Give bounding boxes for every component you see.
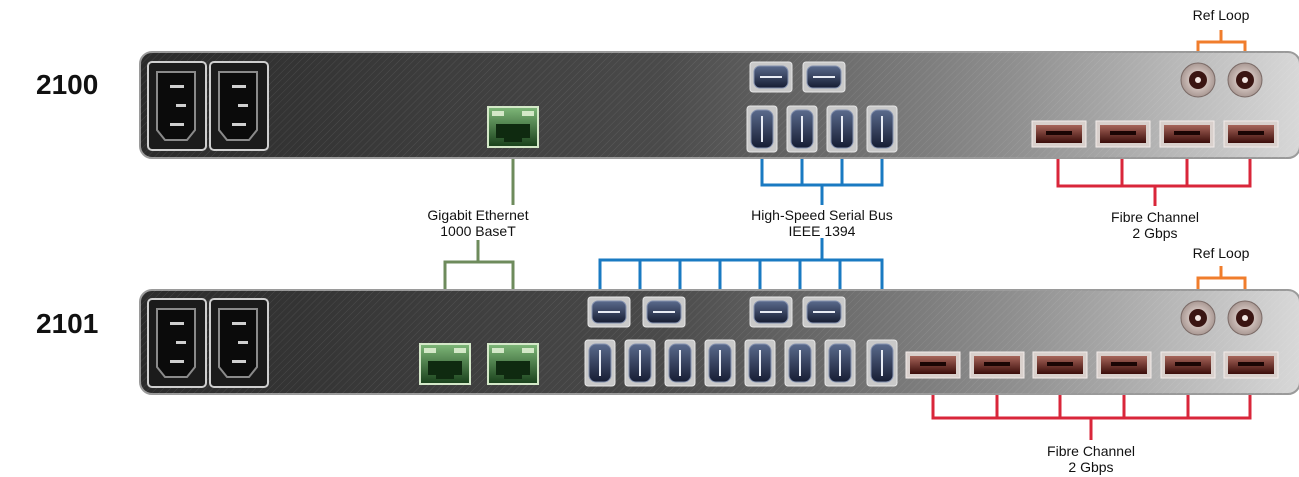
- firewire-port-icon: [744, 339, 776, 387]
- fibre-label-2100: Fibre Channel 2 Gbps: [1085, 209, 1225, 241]
- rj45-port-icon: [419, 343, 471, 385]
- fibre-sfp-port-icon: [1096, 351, 1152, 379]
- firewire-port-icon: [624, 339, 656, 387]
- bnc-connector-icon: [1227, 62, 1263, 98]
- fibre-sfp-port-icon: [1223, 351, 1279, 379]
- fibre-sfp-port-icon: [1095, 120, 1151, 148]
- firewire-port-icon: [802, 296, 846, 328]
- firewire-port-icon: [749, 296, 793, 328]
- fibre-sfp-port-icon: [969, 351, 1025, 379]
- power-inlet-icon: [209, 298, 269, 388]
- rj45-port-icon: [487, 106, 539, 148]
- fibre-label-2101-line2: 2 Gbps: [1068, 459, 1114, 475]
- firewire-label-line2: IEEE 1394: [788, 223, 856, 239]
- firewire-port-icon: [826, 105, 858, 153]
- rack-panel-2101: [139, 289, 1299, 395]
- firewire-port-icon: [584, 339, 616, 387]
- fibre-label-2101: Fibre Channel 2 Gbps: [1021, 443, 1161, 475]
- power-inlet-icon: [147, 298, 207, 388]
- fibre-sfp-port-icon: [1223, 120, 1279, 148]
- firewire-label-line1: High-Speed Serial Bus: [751, 207, 893, 223]
- fibre-sfp-port-icon: [1031, 120, 1087, 148]
- ref-loop-label-2100: Ref Loop: [1192, 7, 1250, 23]
- ethernet-label-line2: 1000 BaseT: [440, 223, 516, 239]
- firewire-port-icon: [866, 339, 898, 387]
- firewire-port-icon: [642, 296, 686, 328]
- ref-loop-label-2101: Ref Loop: [1192, 245, 1250, 261]
- fibre-label-2100-line2: 2 Gbps: [1132, 225, 1178, 241]
- firewire-port-icon: [784, 339, 816, 387]
- fibre-label-2100-line1: Fibre Channel: [1111, 209, 1199, 225]
- firewire-port-icon: [802, 61, 846, 93]
- power-inlet-icon: [209, 61, 269, 151]
- rack-panel-2100: [139, 51, 1299, 159]
- fibre-sfp-port-icon: [1159, 120, 1215, 148]
- rj45-port-icon: [487, 343, 539, 385]
- firewire-port-icon: [824, 339, 856, 387]
- firewire-port-icon: [786, 105, 818, 153]
- firewire-label: High-Speed Serial Bus IEEE 1394: [722, 207, 922, 239]
- ethernet-label-line1: Gigabit Ethernet: [427, 207, 529, 223]
- fibre-sfp-port-icon: [1160, 351, 1216, 379]
- power-inlet-icon: [147, 61, 207, 151]
- ethernet-label: Gigabit Ethernet 1000 BaseT: [388, 207, 568, 239]
- bnc-connector-icon: [1227, 300, 1263, 336]
- fibre-sfp-port-icon: [905, 351, 961, 379]
- firewire-port-icon: [664, 339, 696, 387]
- bnc-connector-icon: [1180, 300, 1216, 336]
- firewire-port-icon: [587, 296, 631, 328]
- model-label-2101: 2101: [36, 308, 99, 339]
- fibre-label-2101-line1: Fibre Channel: [1047, 443, 1135, 459]
- firewire-port-icon: [746, 105, 778, 153]
- firewire-port-icon: [866, 105, 898, 153]
- firewire-port-icon: [749, 61, 793, 93]
- firewire-port-icon: [704, 339, 736, 387]
- model-label-2100: 2100: [36, 69, 99, 100]
- fibre-sfp-port-icon: [1032, 351, 1088, 379]
- bnc-connector-icon: [1180, 62, 1216, 98]
